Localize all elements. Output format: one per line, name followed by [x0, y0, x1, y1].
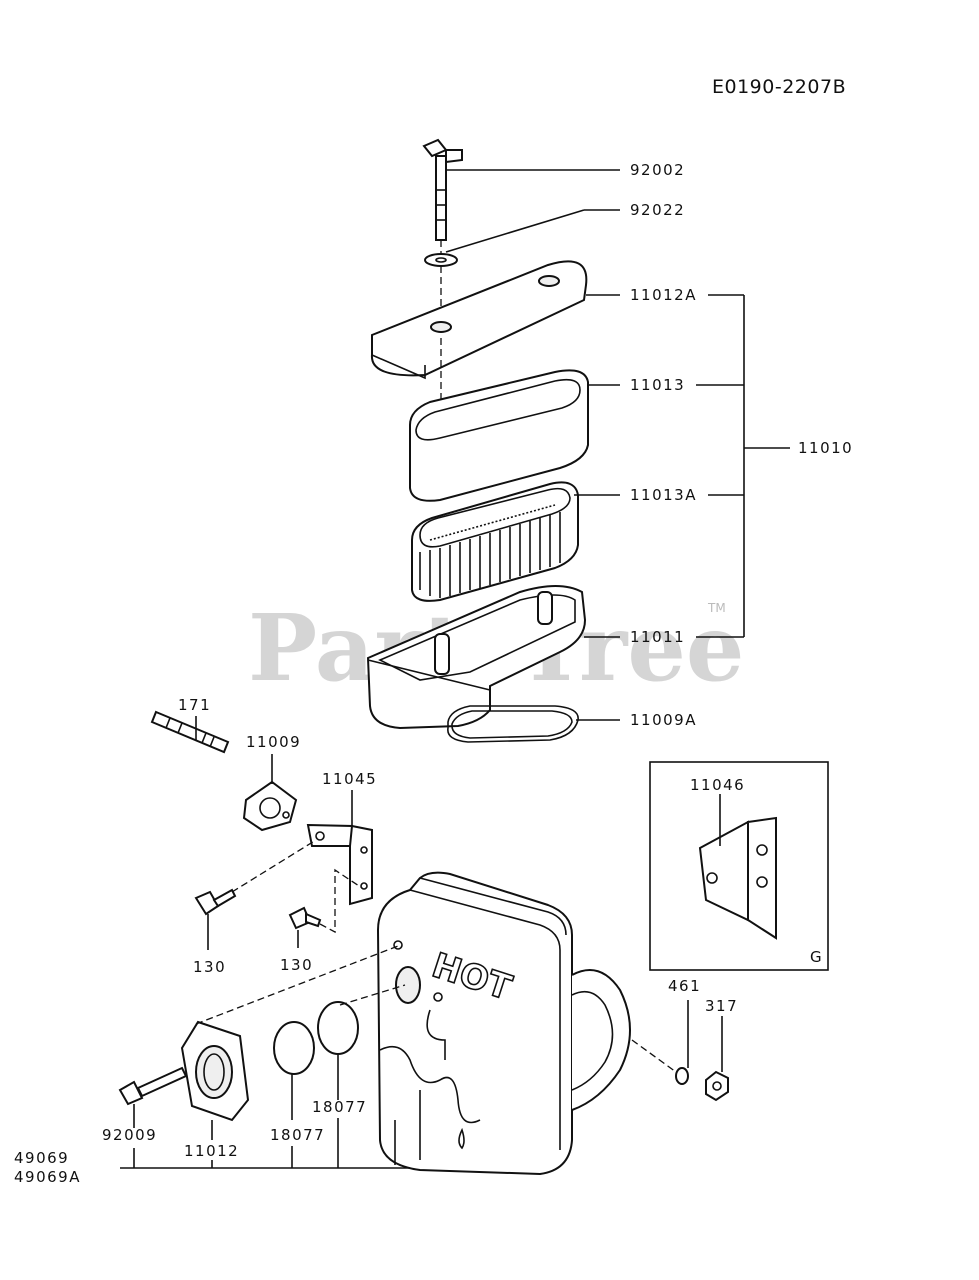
watermark-trademark: TM — [707, 601, 726, 615]
inset-box-g — [649, 761, 829, 971]
label-317: 317 — [705, 997, 738, 1015]
part-11045-bracket[interactable] — [306, 823, 373, 906]
label-11013: 11013 — [630, 376, 685, 394]
label-18077-left: 18077 — [270, 1126, 325, 1144]
part-171-stud[interactable] — [150, 710, 230, 754]
label-18077-right: 18077 — [312, 1098, 367, 1116]
part-11011-base[interactable] — [366, 585, 587, 730]
part-18077-plug-right[interactable] — [317, 1001, 359, 1055]
label-92009: 92009 — [102, 1126, 157, 1144]
part-18077-plug-left[interactable] — [273, 1021, 315, 1075]
label-92002: 92002 — [630, 161, 685, 179]
label-11010: 11010 — [798, 439, 853, 457]
part-92002-wing-screw[interactable] — [422, 138, 463, 241]
part-11009-gasket[interactable] — [242, 780, 298, 832]
label-49069A: 49069A — [14, 1168, 81, 1186]
label-171: 171 — [178, 696, 211, 714]
label-11046: 11046 — [690, 776, 745, 794]
leader-lines-top — [445, 169, 790, 721]
part-11013A-filter-element[interactable] — [411, 481, 579, 602]
part-49069-muffler[interactable]: HOT — [376, 871, 631, 1176]
part-317-nut[interactable] — [705, 1070, 729, 1102]
label-130-left: 130 — [193, 958, 226, 976]
part-92009-bolt[interactable] — [118, 1066, 188, 1106]
label-11009: 11009 — [246, 733, 301, 751]
diagram-code: E0190-2207B — [712, 76, 846, 98]
part-461-lock-washer[interactable] — [675, 1067, 689, 1085]
part-92022-washer[interactable] — [424, 253, 458, 267]
part-11013-pre-filter[interactable] — [409, 369, 589, 502]
label-130-right: 130 — [280, 956, 313, 974]
label-92022: 92022 — [630, 201, 685, 219]
label-49069: 49069 — [14, 1149, 69, 1167]
label-11045: 11045 — [322, 770, 377, 788]
label-11011: 11011 — [630, 628, 685, 646]
part-11012A-cover[interactable] — [370, 260, 588, 380]
part-130-bolt-left[interactable] — [194, 888, 237, 916]
label-11009A: 11009A — [630, 711, 697, 729]
label-11012: 11012 — [184, 1142, 239, 1160]
part-11046-bracket[interactable] — [698, 816, 777, 940]
leader-lines-49069 — [120, 1118, 410, 1169]
part-130-bolt-right[interactable] — [288, 906, 322, 930]
part-11012-flange[interactable] — [180, 1020, 250, 1122]
label-11012A: 11012A — [630, 286, 697, 304]
inset-label-g: G — [810, 948, 823, 966]
label-11013A: 11013A — [630, 486, 697, 504]
label-461: 461 — [668, 977, 701, 995]
